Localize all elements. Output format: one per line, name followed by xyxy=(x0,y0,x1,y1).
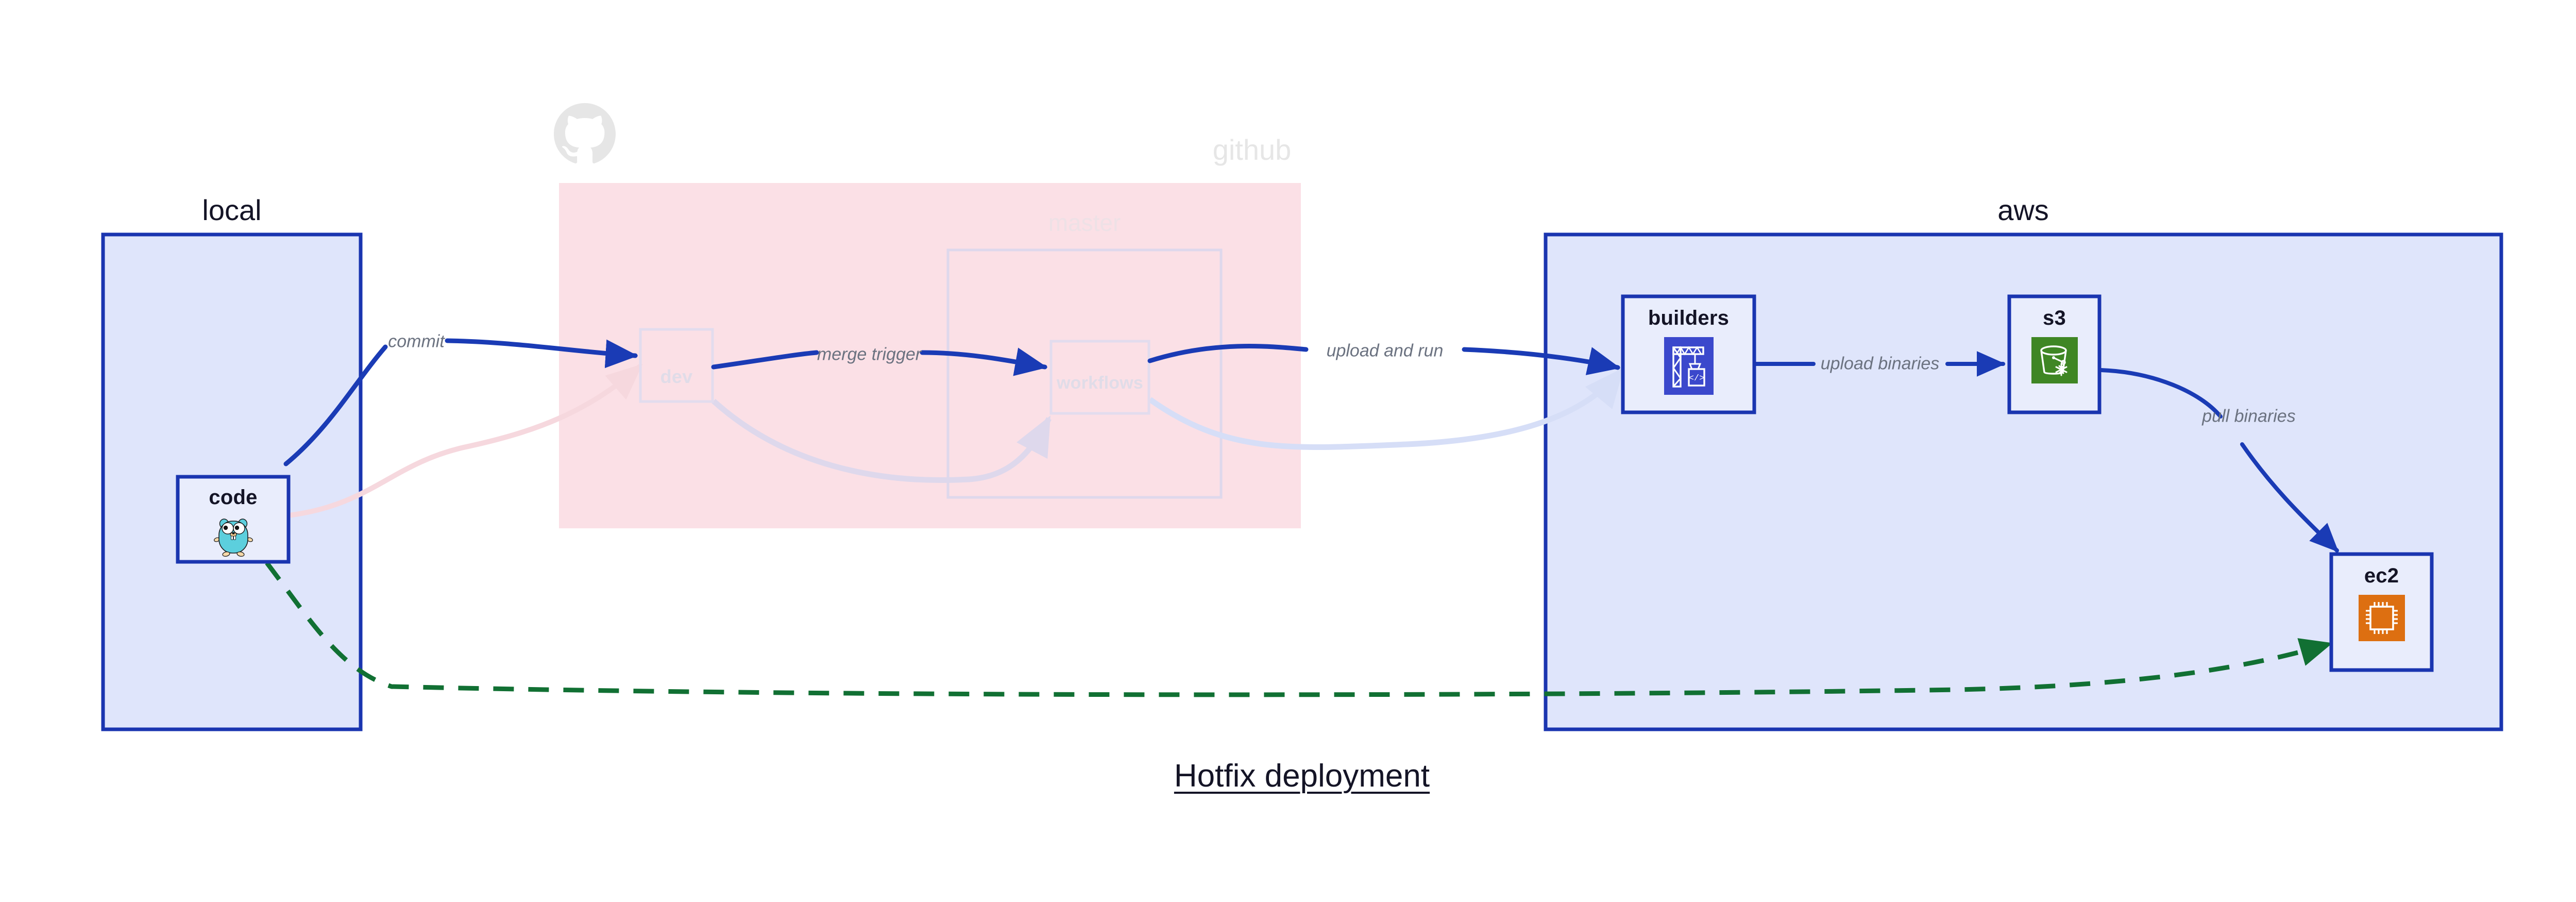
aws-ec2-chip-icon xyxy=(2358,595,2405,644)
github-octocat-glyph xyxy=(554,103,616,164)
edge-upload-and-run-seg2 xyxy=(1462,347,1621,375)
aws-ec2-chip-glyph xyxy=(2358,595,2405,641)
edge-merge-trigger-seg2 xyxy=(920,347,1048,376)
edge-pull-binaries-seg2 xyxy=(2240,442,2339,553)
zone-label-github: github xyxy=(1212,133,1292,166)
diagram-title: Hotfix deployment xyxy=(1174,758,1430,794)
node-ec2[interactable]: ec2 xyxy=(2331,554,2432,670)
node-label-code: code xyxy=(209,486,258,509)
node-label-s3: s3 xyxy=(2043,307,2066,329)
node-code[interactable]: code xyxy=(178,477,289,562)
zone-label-aws: aws xyxy=(1997,194,2049,226)
edge-commit-seg1 xyxy=(283,344,388,466)
aws-codebuild-icon: </> xyxy=(1664,337,1714,397)
node-label-dev: dev xyxy=(660,366,693,387)
edge-hotfix-direct xyxy=(265,561,2333,697)
ghost-edge-workflows-to-builders xyxy=(1148,367,1624,450)
edge-label-pull-binaries: pull binaries xyxy=(2202,406,2296,426)
github-octocat-icon xyxy=(554,103,616,165)
svg-text:</>: </> xyxy=(1688,374,1704,383)
node-label-workflows: workflows xyxy=(1056,373,1144,393)
zone-label-local: local xyxy=(202,194,262,226)
edge-label-upload-binaries: upload binaries xyxy=(1820,354,1940,374)
node-label-ec2: ec2 xyxy=(2364,564,2399,587)
node-label-builders: builders xyxy=(1648,307,1730,329)
edge-label-commit: commit xyxy=(388,331,445,352)
edge-upload-and-run-seg1 xyxy=(1147,344,1309,363)
go-gopher-icon xyxy=(213,514,253,560)
edge-commit-seg2 xyxy=(445,338,638,369)
node-workflows[interactable]: workflows xyxy=(1051,341,1149,413)
go-gopher-glyph xyxy=(213,519,253,557)
node-s3[interactable]: s3 xyxy=(2009,296,2099,412)
aws-s3-glacier-icon xyxy=(2031,337,2078,386)
aws-s3-glacier-glyph xyxy=(2031,337,2078,383)
ghost-edge-code-to-dev xyxy=(288,364,643,518)
node-builders[interactable]: builders </> xyxy=(1623,296,1754,412)
edge-label-merge-trigger: merge trigger xyxy=(817,344,922,364)
ghost-edge-dev-to-workflows xyxy=(711,398,1052,483)
node-dev[interactable]: dev xyxy=(640,329,713,402)
edge-merge-trigger-seg1 xyxy=(711,350,819,370)
aws-codebuild-glyph: </> xyxy=(1664,337,1714,395)
ghost-group-label-master: master xyxy=(1048,209,1121,236)
edge-label-upload-and-run: upload and run xyxy=(1326,341,1444,361)
